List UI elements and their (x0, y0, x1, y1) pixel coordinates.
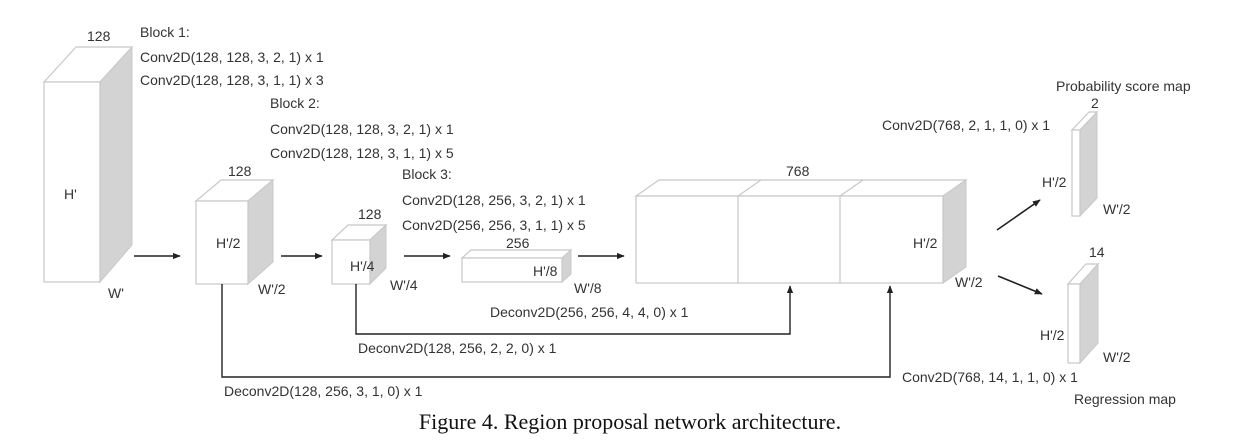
regression-map-title: Regression map (1074, 391, 1176, 407)
input-block: 128 H' W' (42, 28, 134, 301)
block3-layer-2: Conv2D(256, 256, 3, 1, 1) x 5 (402, 217, 586, 233)
figure-caption: Figure 4. Region proposal network archit… (419, 409, 841, 434)
input-channels-label: 128 (87, 28, 111, 44)
regression-map-head: 14 H'/2 W'/2 Conv2D(768, 14, 1, 1, 0) x … (902, 244, 1176, 407)
deconv1-connection (221, 284, 894, 378)
block2-layer-1: Conv2D(128, 128, 3, 2, 1) x 1 (270, 121, 454, 137)
probability-map-title: Probability score map (1056, 78, 1191, 94)
block1-layer-1: Conv2D(128, 128, 3, 2, 1) x 1 (140, 49, 324, 65)
concat-width-label: W'/2 (955, 274, 983, 290)
forward-arrows (134, 199, 1043, 295)
block2-output-block: 128 H'/4 W'/4 (330, 206, 418, 293)
block1-labels: Block 1: Conv2D(128, 128, 3, 2, 1) x 1 C… (140, 24, 324, 88)
input-height-label: H' (64, 186, 77, 202)
block3-output-block: 256 H'/8 W'/8 (460, 235, 602, 296)
block2-labels: Block 2: Conv2D(128, 128, 3, 2, 1) x 1 C… (270, 95, 454, 161)
deconv2-connection (355, 284, 794, 335)
deconv3-label: Deconv2D(256, 256, 4, 4, 0) x 1 (490, 304, 689, 320)
block3-layer-1: Conv2D(128, 256, 3, 2, 1) x 1 (402, 192, 586, 208)
block2-width-label: W'/4 (390, 277, 418, 293)
block3-labels: Block 3: Conv2D(128, 256, 3, 2, 1) x 1 C… (402, 166, 586, 233)
block3-channels-label: 256 (506, 235, 530, 251)
block2-height-label: H'/4 (350, 258, 375, 274)
probability-map-channels: 2 (1091, 95, 1099, 111)
probability-map-conv: Conv2D(768, 2, 1, 1, 0) x 1 (882, 117, 1050, 133)
probability-map-head: Probability score map Conv2D(768, 2, 1, … (882, 78, 1191, 218)
block3-width-label: W'/8 (574, 280, 602, 296)
regression-map-height: H'/2 (1040, 327, 1065, 343)
concat-block: 768 H'/2 W'/2 (634, 163, 983, 290)
block3-height-label: H'/8 (533, 263, 558, 279)
block1-height-label: H'/2 (216, 235, 241, 251)
probability-map-width: W'/2 (1103, 201, 1131, 217)
block2-title: Block 2: (270, 95, 320, 111)
block2-layer-2: Conv2D(128, 128, 3, 1, 1) x 5 (270, 145, 454, 161)
concat-height-label: H'/2 (913, 235, 938, 251)
block3-title: Block 3: (402, 166, 452, 182)
regression-map-width: W'/2 (1103, 349, 1131, 365)
block1-channels-label: 128 (228, 163, 252, 179)
block1-width-label: W'/2 (258, 281, 286, 297)
regression-map-channels: 14 (1089, 244, 1105, 260)
block1-output-block: 128 H'/2 W'/2 (194, 163, 286, 297)
arrow-to-regression-map (997, 275, 1043, 295)
deconv-connections: Deconv2D(128, 256, 3, 1, 0) x 1 Deconv2D… (221, 284, 894, 399)
concat-channels-label: 768 (786, 163, 810, 179)
probability-map-height: H'/2 (1042, 174, 1067, 190)
arrow-to-probability-map (996, 199, 1041, 231)
block1-title: Block 1: (140, 24, 190, 40)
deconv2-label: Deconv2D(128, 256, 2, 2, 0) x 1 (358, 340, 557, 356)
block2-channels-label: 128 (358, 206, 382, 222)
regression-map-conv: Conv2D(768, 14, 1, 1, 0) x 1 (902, 369, 1078, 385)
deconv1-label: Deconv2D(128, 256, 3, 1, 0) x 1 (224, 383, 423, 399)
input-width-label: W' (108, 285, 124, 301)
block1-layer-2: Conv2D(128, 128, 3, 1, 1) x 3 (140, 72, 324, 88)
